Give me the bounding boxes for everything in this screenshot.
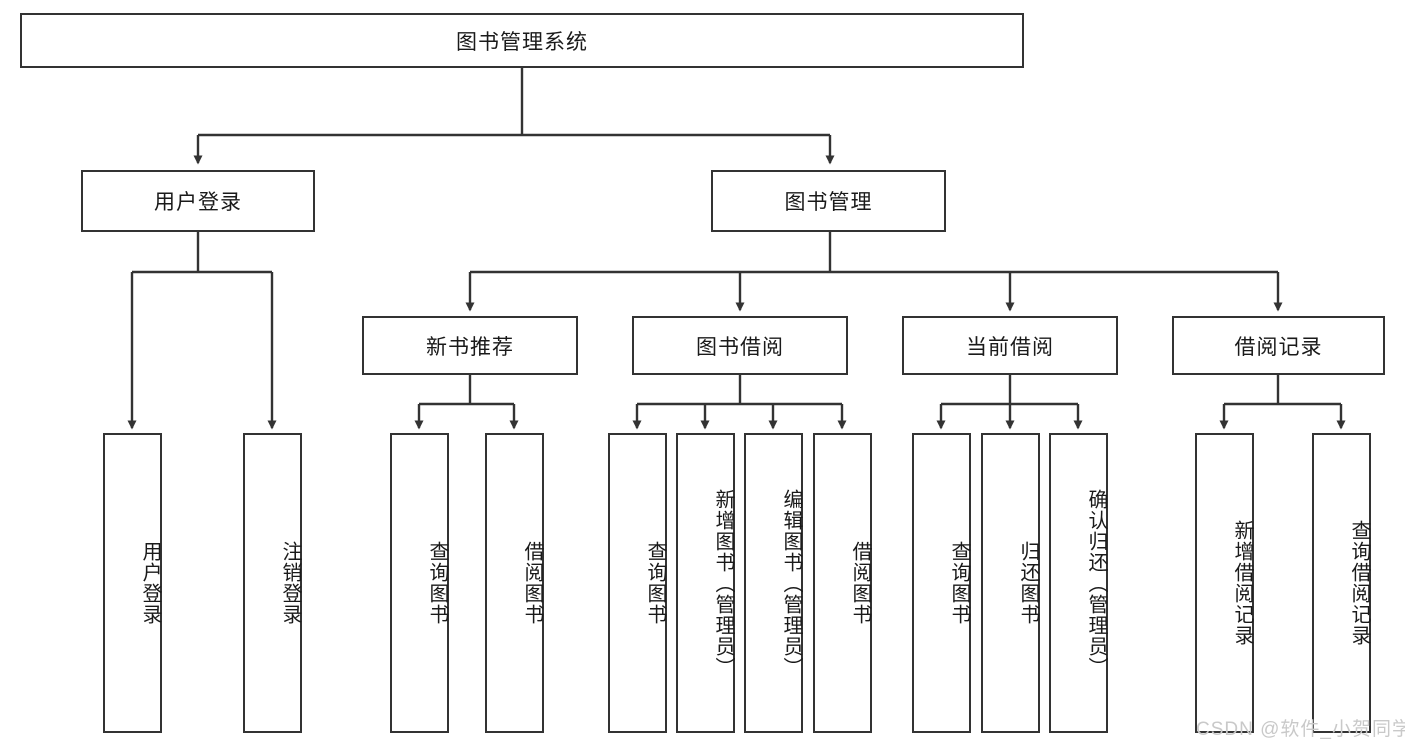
node-label: 图书管理 — [784, 191, 873, 214]
node-label: 图书管理系统 — [456, 30, 588, 54]
node-label: 查询借阅记录 — [1348, 520, 1370, 646]
node-label: 新增图书（管理员） — [712, 488, 734, 678]
node-borrow-record[interactable]: 借阅记录 — [1172, 316, 1385, 375]
leaf-book-borrow-query-book[interactable]: 查询图书 — [608, 433, 667, 733]
node-label: 借阅记录 — [1234, 335, 1323, 359]
node-label: 借阅图书 — [849, 541, 871, 625]
node-current-borrow[interactable]: 当前借阅 — [902, 316, 1118, 375]
node-label: 确认归还（管理员） — [1085, 488, 1107, 678]
leaf-user-login-login[interactable]: 用户登录 — [103, 433, 162, 733]
node-label: 用户登录 — [154, 191, 242, 214]
node-label: 归还图书 — [1017, 541, 1039, 625]
node-book-borrow[interactable]: 图书借阅 — [632, 316, 848, 375]
leaf-current-borrow-return-book[interactable]: 归还图书 — [981, 433, 1040, 733]
node-label: 编辑图书（管理员） — [780, 488, 802, 678]
node-book-management[interactable]: 图书管理 — [711, 170, 946, 232]
node-label: 查询图书 — [948, 541, 970, 625]
node-label: 借阅图书 — [521, 541, 543, 625]
node-new-book-recommend[interactable]: 新书推荐 — [362, 316, 578, 375]
leaf-new-book-borrow-book[interactable]: 借阅图书 — [485, 433, 544, 733]
node-label: 查询图书 — [426, 541, 448, 625]
node-label: 查询图书 — [644, 541, 666, 625]
leaf-borrow-record-add-record[interactable]: 新增借阅记录 — [1195, 433, 1254, 733]
leaf-book-borrow-add-book-admin[interactable]: 新增图书（管理员） — [676, 433, 735, 733]
node-label: 图书借阅 — [696, 335, 784, 359]
leaf-borrow-record-query-record[interactable]: 查询借阅记录 — [1312, 433, 1371, 733]
node-root-book-management-system[interactable]: 图书管理系统 — [20, 13, 1024, 68]
leaf-current-borrow-confirm-return-admin[interactable]: 确认归还（管理员） — [1049, 433, 1108, 733]
leaf-book-borrow-edit-book-admin[interactable]: 编辑图书（管理员） — [744, 433, 803, 733]
csdn-watermark: CSDN @软件_小贺同学 — [1196, 719, 1405, 740]
node-label: 新增借阅记录 — [1231, 520, 1253, 646]
node-label: 当前借阅 — [966, 335, 1054, 359]
leaf-new-book-query-book[interactable]: 查询图书 — [390, 433, 449, 733]
leaf-book-borrow-borrow-book[interactable]: 借阅图书 — [813, 433, 872, 733]
node-label: 新书推荐 — [426, 335, 514, 359]
leaf-current-borrow-query-book[interactable]: 查询图书 — [912, 433, 971, 733]
node-label: 注销登录 — [279, 541, 301, 625]
node-user-login[interactable]: 用户登录 — [81, 170, 315, 232]
node-label: 用户登录 — [139, 541, 161, 625]
leaf-user-login-logout[interactable]: 注销登录 — [243, 433, 302, 733]
